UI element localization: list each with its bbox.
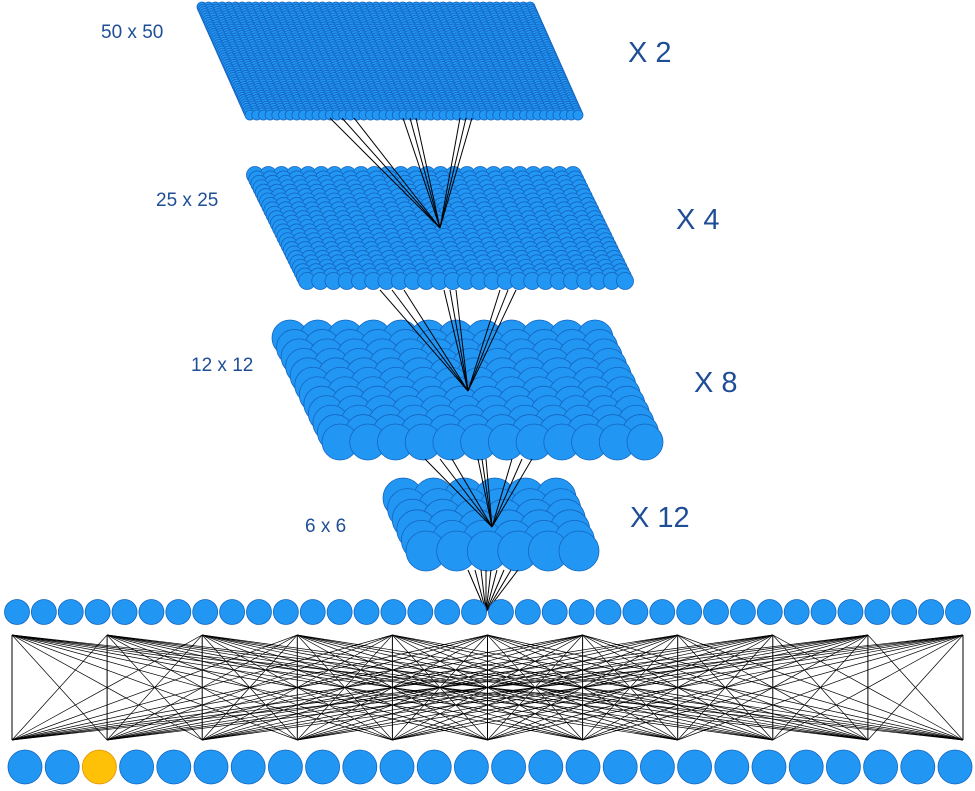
dense-node [837, 599, 864, 625]
layer-1-multiplier-label: X 2 [628, 37, 672, 69]
output-node [826, 749, 861, 785]
output-node [863, 749, 898, 785]
layer-2-size-label: 25 x 25 [156, 190, 218, 211]
output-node [156, 749, 192, 785]
conv-node [616, 272, 634, 290]
conv-node [572, 109, 584, 121]
dense-node [514, 599, 541, 625]
output-node [305, 749, 341, 785]
dense-node [407, 599, 434, 625]
dense-node [649, 599, 676, 625]
dense-node [57, 599, 84, 625]
conv-layer-group [196, 1, 664, 572]
dense-node [703, 599, 729, 625]
dense-node [568, 599, 595, 625]
output-node [7, 749, 43, 785]
dense-node [864, 599, 891, 625]
output-node [342, 749, 378, 785]
output-node [379, 749, 415, 785]
output-node [193, 749, 229, 785]
dense-node [730, 599, 756, 625]
dense-node [246, 599, 272, 625]
dense-node [380, 599, 407, 625]
dense-node [84, 599, 111, 625]
dense-node [138, 599, 165, 625]
dense-node [945, 599, 971, 625]
conv-node [558, 530, 600, 572]
output-node [788, 749, 824, 785]
dense-node [595, 599, 622, 625]
dense-node [111, 599, 138, 625]
output-node [267, 749, 303, 785]
layer-4-size-label: 6 x 6 [305, 516, 346, 537]
dense-node [326, 599, 353, 625]
dense-node [891, 599, 918, 625]
output-node [528, 749, 564, 785]
dense-node [810, 599, 837, 625]
dense-node [622, 599, 649, 625]
dense-node [272, 599, 299, 625]
layer-1-size-label: 50 x 50 [101, 22, 163, 43]
output-node [751, 749, 787, 785]
output-node [714, 749, 750, 785]
dense-node [434, 599, 461, 625]
dense-node [756, 599, 783, 625]
output-node [230, 749, 266, 785]
output-node [900, 749, 936, 785]
dense-node [353, 599, 380, 625]
output-node [565, 749, 601, 785]
dense-node [30, 599, 57, 625]
output-node [491, 749, 527, 785]
dense-node [541, 599, 568, 625]
output-node [119, 749, 155, 785]
dense-node [165, 599, 192, 625]
layer-3-size-label: 12 x 12 [191, 355, 253, 376]
output-node [44, 749, 80, 785]
output-node [453, 749, 489, 785]
dense-node [918, 599, 945, 625]
output-node [677, 749, 712, 785]
output-node [416, 749, 452, 785]
conv-node [626, 423, 664, 461]
output-layer [7, 749, 973, 785]
dense-node [299, 599, 326, 625]
conv-layer-1-grid [196, 1, 584, 121]
dense-node [4, 599, 30, 625]
output-node-highlighted [82, 749, 117, 785]
layer-2-multiplier-label: X 4 [676, 204, 720, 236]
dense-node [676, 599, 703, 625]
dense-node [192, 599, 219, 625]
layer-3-multiplier-label: X 8 [694, 367, 738, 399]
dense-node [461, 599, 487, 625]
layer-4-multiplier-label: X 12 [630, 502, 690, 534]
dense-node [219, 599, 245, 625]
output-node [937, 749, 973, 785]
dense-node [783, 599, 810, 625]
dense-node [488, 599, 514, 625]
output-node [602, 749, 638, 785]
output-node [640, 749, 675, 785]
